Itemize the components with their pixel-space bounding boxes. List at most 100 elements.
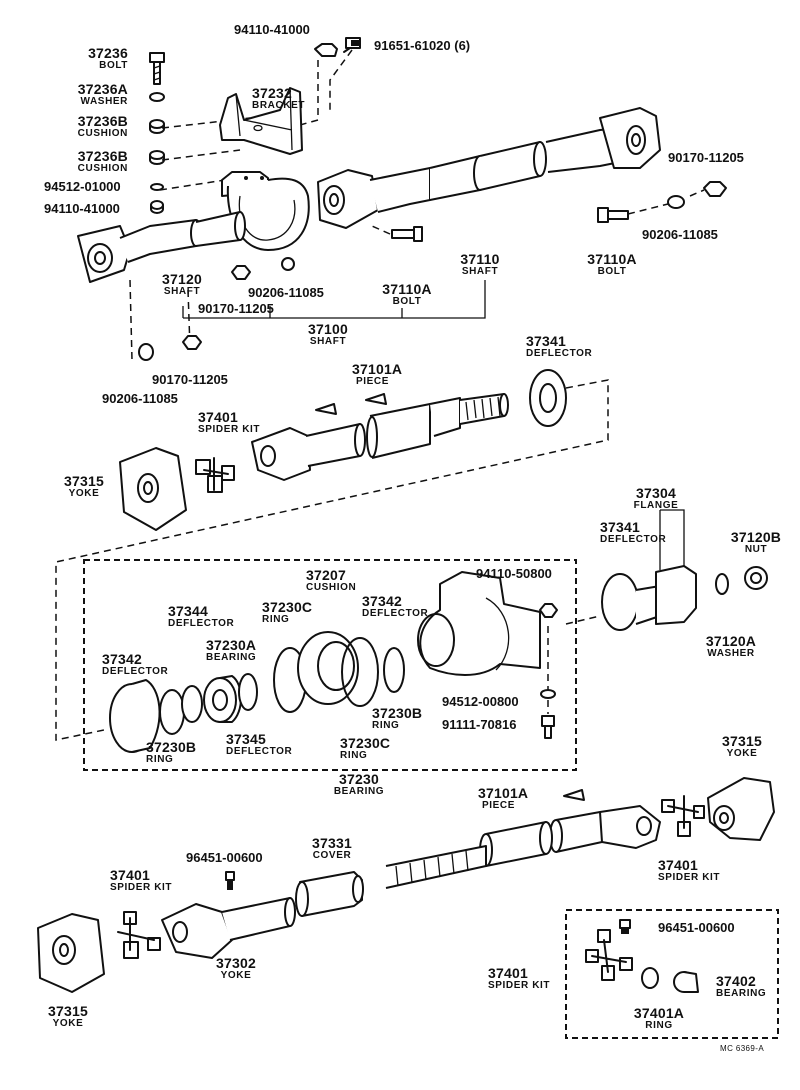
bolt-91651-part: [343, 37, 361, 53]
label-90206-11085-low: 90206-11085: [102, 391, 178, 406]
label-96451-00600-box: 96451-00600: [658, 920, 735, 935]
bolt-37236-part: [149, 52, 165, 85]
yoke-37315-top-part: [119, 447, 187, 531]
ring-37230c-bot-part: [341, 637, 379, 707]
label-94512-00800: 94512-00800: [442, 694, 519, 709]
bearing-37402-part: [673, 971, 699, 993]
label-90206-11085-mid: 90206-11085: [248, 285, 324, 300]
nut-94110-508-part: [539, 603, 558, 618]
label-94110-50800: 94110-50800: [476, 566, 552, 581]
cushion-37236b-part: [149, 119, 165, 134]
label-91111-70816: 91111-70816: [442, 717, 517, 732]
support-housing-part: [417, 571, 541, 676]
shaft-rear-part: [251, 393, 509, 481]
bolt-37110a-right-part: [597, 207, 629, 223]
label-94512-01000: 94512-01000: [44, 179, 121, 194]
nut-37120b-part: [744, 566, 768, 590]
nut-90170-mid-part: [231, 265, 251, 280]
washer-90206-low-part: [138, 343, 154, 361]
drawing-code: MC 6369-A: [720, 1044, 765, 1053]
label-91651-61020: 91651-61020 (6): [374, 38, 471, 53]
flange-37304-part: [601, 565, 697, 631]
cover-37331-part: [295, 871, 364, 917]
nut-94110-part: [150, 200, 164, 214]
grease-fitting-96451-part: [225, 871, 235, 890]
spider-37401-top-part: [195, 457, 235, 493]
ring-37230b-right-part: [383, 647, 405, 693]
spider-37401-left-part: [117, 911, 161, 959]
grease-fitting-box-part: [619, 919, 631, 934]
deflector-37345-part: [238, 673, 258, 711]
washer-90206-right-part: [667, 195, 685, 209]
nut-90170-low-part: [182, 335, 202, 350]
deflector-37342-left-part: [109, 679, 161, 753]
washer-37120a-part: [715, 573, 729, 595]
bracket-37232-part: [219, 87, 303, 155]
yoke-37315-right-part: [707, 777, 775, 841]
label-94110-41000-top: 94110-41000: [234, 22, 310, 37]
piece-37101a-part: [315, 393, 387, 415]
washer-94512-008-part: [540, 689, 556, 699]
center-support-part: [221, 171, 310, 251]
piece-37101a-low-part: [563, 789, 585, 801]
label-90170-11205-right: 90170-11205: [668, 150, 744, 165]
washer-37236a-part: [149, 92, 165, 102]
nut-top-part: [314, 43, 338, 57]
yoke-37302-part: [161, 897, 296, 959]
label-90170-11205-low: 90170-11205: [152, 372, 228, 387]
bearing-37230-box: [83, 559, 577, 771]
yoke-37315-bot-part: [37, 913, 105, 993]
ring-37230b-left-part: [159, 689, 185, 735]
deflector-37341-top-part: [529, 369, 567, 427]
bolt-91111-part: [541, 715, 555, 739]
bearing-37230a-part: [203, 675, 242, 723]
washer-94512-part: [150, 183, 164, 191]
cushion-37236b2-part: [149, 150, 165, 165]
shaft-37110-part: [317, 107, 661, 229]
ring-37401a-part: [641, 967, 659, 989]
label-94110-41000-left: 94110-41000: [44, 201, 120, 216]
label-90206-11085-right: 90206-11085: [642, 227, 718, 242]
bolt-37110a-mid-part: [391, 226, 423, 242]
spider-37401-right-part: [661, 795, 705, 837]
nut-90170-right-part: [703, 181, 727, 197]
main-shaft-part: [385, 805, 661, 889]
